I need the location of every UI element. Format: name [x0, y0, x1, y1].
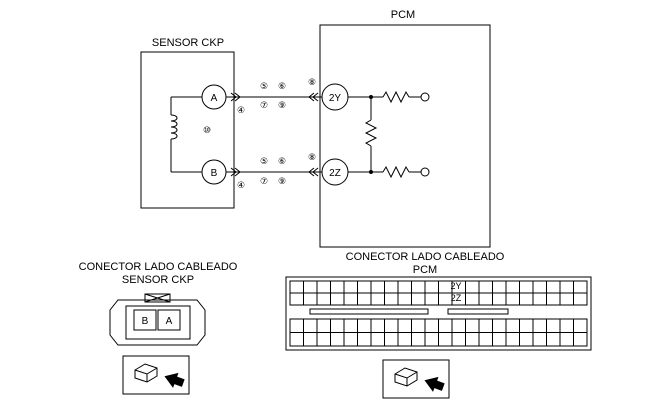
- coil-ref: ⑩: [203, 125, 211, 135]
- resistor-icon: [382, 165, 410, 179]
- pcm-internal-circuit: [348, 90, 430, 179]
- pcm-connector: [285, 276, 592, 351]
- sensor-connector-title-1: CONECTOR LADO CABLEADO: [79, 261, 238, 273]
- connector-probe-icon: [382, 359, 450, 399]
- refs-bottom: ④ ⑤ ⑥ ⑦ ⑨ ⑧: [237, 152, 316, 190]
- ref-label: ⑤: [260, 81, 268, 91]
- pcm-title: PCM: [391, 9, 415, 21]
- resistor-icon: [364, 119, 378, 147]
- sensor-pin-a-label: A: [211, 93, 218, 104]
- ref-label: ⑦: [260, 176, 268, 186]
- ref-label: ⑥: [278, 156, 286, 166]
- pcm-pin-2y-label: 2Y: [329, 93, 342, 104]
- pcm-connector-title-1: CONECTOR LADO CABLEADO: [346, 251, 505, 263]
- resistor-icon: [382, 90, 410, 104]
- coil-icon: [170, 96, 202, 173]
- sensor-pin-b-label: B: [211, 168, 218, 179]
- connector-pin-a: [157, 309, 181, 331]
- sensor-connector-pin-b: B: [142, 316, 149, 327]
- ref-label: ⑦: [260, 100, 268, 110]
- sensor-box: [140, 51, 235, 209]
- pcm-pin-2z-label: 2Z: [329, 168, 341, 179]
- pcm-connector-cell-2y: 2Y: [450, 281, 461, 291]
- ref-label: ④: [237, 180, 245, 190]
- ref-label: ⑥: [278, 81, 286, 91]
- connector-pin-b: [133, 309, 157, 331]
- ref-label: ⑧: [308, 77, 316, 87]
- ref-label: ⑨: [278, 100, 286, 110]
- pcm-connector-cell-2z: 2Z: [451, 293, 462, 303]
- ref-label: ④: [237, 105, 245, 115]
- ref-label: ⑨: [278, 176, 286, 186]
- latch-icon: [144, 293, 171, 303]
- ref-label: ⑤: [260, 156, 268, 166]
- sensor-connector-title-2: SENSOR CKP: [122, 274, 194, 286]
- pcm-box: [319, 24, 491, 248]
- ref-label: ⑧: [308, 152, 316, 162]
- refs-top: ④ ⑤ ⑥ ⑦ ⑨ ⑧: [237, 77, 316, 115]
- sensor-title: SENSOR CKP: [152, 37, 224, 49]
- sensor-connector-pin-a: A: [166, 316, 173, 327]
- connector-probe-icon: [122, 355, 190, 395]
- pcm-connector-upper-grid: [289, 280, 588, 306]
- pcm-connector-lower-grid: [289, 318, 588, 347]
- sensor-connector: [109, 293, 206, 346]
- pcm-connector-title-2: PCM: [413, 264, 437, 276]
- connector-chevron-icon: [230, 92, 319, 177]
